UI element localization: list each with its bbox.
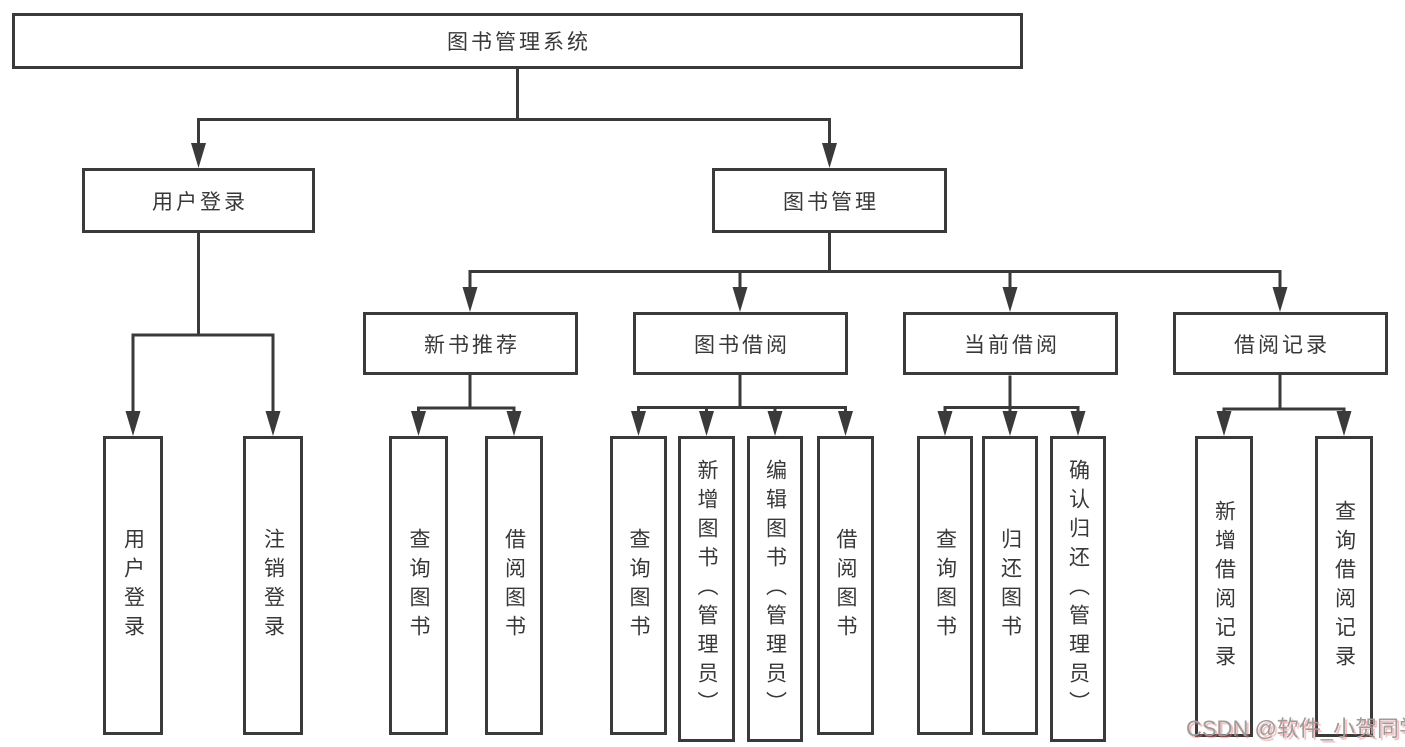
node-current-borrow: 当前借阅 bbox=[903, 312, 1118, 375]
watermark: CSDN @软件_小贺同学 bbox=[1186, 716, 1405, 741]
leaf-records-add-record: 新增借阅记录 bbox=[1195, 436, 1253, 737]
arrow-down-icon bbox=[937, 411, 953, 436]
arrow-down-icon bbox=[265, 411, 281, 436]
leaf-borrow-add-books-admin: 新增图书（管理员） bbox=[678, 436, 735, 742]
leaf-current-query-books: 查询图书 bbox=[917, 436, 973, 735]
leaf-logout: 注销登录 bbox=[243, 436, 303, 735]
leaf-current-confirm-return-admin: 确认归还（管理员） bbox=[1050, 436, 1106, 742]
connector-borrow-records-children bbox=[1222, 373, 1346, 416]
leaf-borrow-query-books: 查询图书 bbox=[610, 436, 667, 735]
node-user-login: 用户登录 bbox=[82, 168, 315, 233]
arrow-down-icon bbox=[1070, 411, 1086, 436]
arrow-down-icon bbox=[838, 411, 853, 436]
connector-user-login-children bbox=[131, 231, 275, 416]
arrow-down-icon bbox=[1002, 411, 1018, 436]
leaf-borrow-borrow-books: 借阅图书 bbox=[817, 436, 874, 735]
node-book-borrow: 图书借阅 bbox=[633, 312, 848, 375]
arrow-down-icon bbox=[699, 411, 714, 436]
connector-book-borrow-children bbox=[637, 373, 847, 416]
leaf-recommend-borrow-books: 借阅图书 bbox=[485, 436, 543, 735]
connector-book-management-children bbox=[468, 231, 1282, 291]
leaf-records-query-record: 查询借阅记录 bbox=[1315, 436, 1373, 737]
arrow-down-icon bbox=[191, 143, 206, 168]
leaf-user-login: 用户登录 bbox=[103, 436, 163, 735]
arrow-down-icon bbox=[506, 411, 522, 436]
connector-new-book-recommend-children bbox=[417, 373, 516, 416]
connector-root-to-level2 bbox=[197, 67, 831, 148]
node-borrow-records: 借阅记录 bbox=[1173, 312, 1388, 375]
node-root: 图书管理系统 bbox=[12, 13, 1023, 69]
arrow-down-icon bbox=[411, 411, 426, 436]
connector-current-borrow-children bbox=[943, 375, 1080, 416]
arrow-down-icon bbox=[1216, 411, 1232, 436]
leaf-borrow-edit-books-admin: 编辑图书（管理员） bbox=[747, 436, 803, 742]
arrow-down-icon bbox=[767, 411, 783, 436]
arrow-down-icon bbox=[631, 411, 646, 436]
arrow-down-icon bbox=[822, 143, 837, 168]
node-new-book-recommend: 新书推荐 bbox=[363, 312, 578, 375]
arrow-down-icon bbox=[125, 411, 141, 436]
arrow-down-icon bbox=[732, 287, 748, 312]
arrow-down-icon bbox=[1002, 287, 1018, 312]
leaf-recommend-query-books: 查询图书 bbox=[389, 436, 448, 735]
arrow-down-icon bbox=[1272, 287, 1288, 312]
arrowheads bbox=[125, 143, 1352, 436]
arrow-down-icon bbox=[1336, 411, 1352, 436]
connectors bbox=[131, 67, 1346, 416]
node-book-management: 图书管理 bbox=[712, 168, 947, 233]
arrow-down-icon bbox=[462, 287, 478, 312]
leaf-current-return-books: 归还图书 bbox=[982, 436, 1038, 735]
